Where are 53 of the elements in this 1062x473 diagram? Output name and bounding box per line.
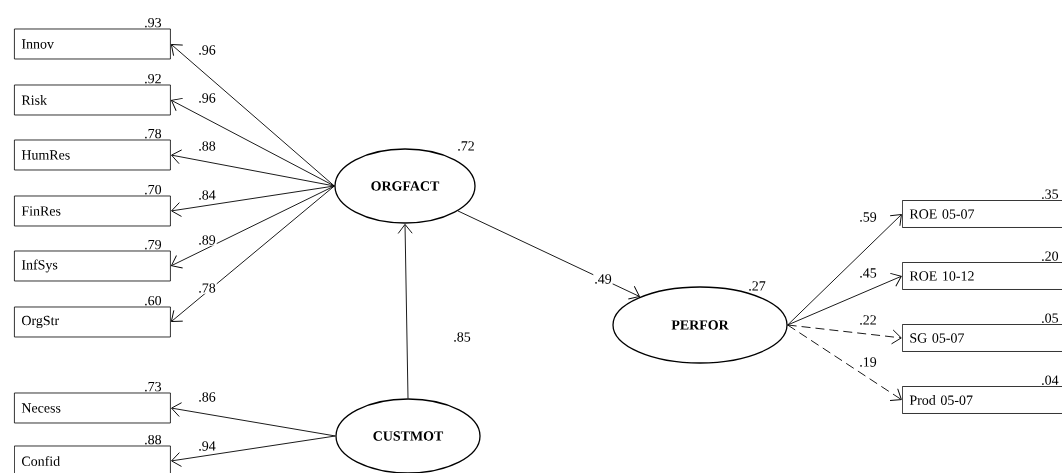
variance-label: .70	[145, 184, 162, 195]
indicator-box: HumRes	[14, 139, 171, 171]
edge-label: .22	[858, 314, 878, 326]
variance-label: .79	[145, 239, 162, 250]
arrow	[787, 272, 902, 326]
variance-label: .78	[145, 128, 162, 139]
indicator-box: ROE 10-12	[902, 262, 1062, 290]
indicator-box: Necess	[14, 392, 171, 424]
indicator-box: Prod 05-07	[902, 386, 1062, 414]
indicator-box: SG 05-07	[902, 324, 1062, 352]
arrow	[171, 402, 336, 437]
variance-label: .20	[1042, 251, 1059, 261]
edge-label: .45	[858, 267, 878, 279]
variance-label: .35	[1042, 189, 1059, 199]
indicator-box: OrgStr	[14, 306, 171, 338]
variance-label: .04	[1042, 375, 1059, 385]
edge-label: .96	[197, 92, 217, 104]
edge-label: .89	[197, 234, 217, 246]
variance-label: .05	[1042, 313, 1059, 323]
edge-label: .94	[197, 440, 217, 452]
arrow	[787, 214, 902, 326]
indicator-box: Risk	[14, 84, 171, 116]
edge-label: .78	[197, 282, 217, 294]
edge-label: .96	[197, 44, 217, 56]
arrow	[171, 185, 335, 269]
indicator-box: InfSys	[14, 250, 171, 282]
indicator-box: Innov	[14, 28, 171, 60]
arrow	[397, 223, 413, 399]
edge-label: .49	[593, 273, 613, 285]
variance-label: .93	[145, 17, 162, 28]
variance-label: .88	[145, 434, 162, 445]
variance-label: .60	[145, 295, 162, 306]
arrow	[787, 324, 902, 345]
arrow	[171, 185, 335, 217]
indicator-box: ROE 05-07	[902, 200, 1062, 228]
edge-label: .88	[197, 140, 217, 152]
arrow	[170, 44, 335, 187]
variance-label: .72	[458, 141, 474, 151]
arrow	[171, 435, 336, 467]
edge-label: .84	[197, 189, 217, 201]
variance-label: .92	[145, 73, 161, 84]
arrow	[457, 210, 640, 300]
arrow	[171, 97, 335, 187]
indicator-box: Confid	[14, 445, 171, 473]
arrow	[787, 324, 902, 401]
edge-label: .86	[197, 391, 217, 403]
edge-label: .85	[452, 331, 472, 343]
arrow	[171, 149, 335, 187]
edge-label: .59	[858, 211, 878, 223]
edge-label: .19	[858, 356, 878, 368]
variance-label: .73	[145, 381, 162, 392]
arrow	[170, 185, 335, 322]
indicator-box: FinRes	[14, 195, 171, 227]
